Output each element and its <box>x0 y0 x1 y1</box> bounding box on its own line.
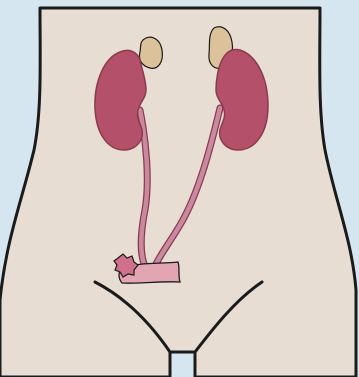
torso-outline <box>0 8 356 377</box>
left-adrenal-gland <box>139 37 162 68</box>
